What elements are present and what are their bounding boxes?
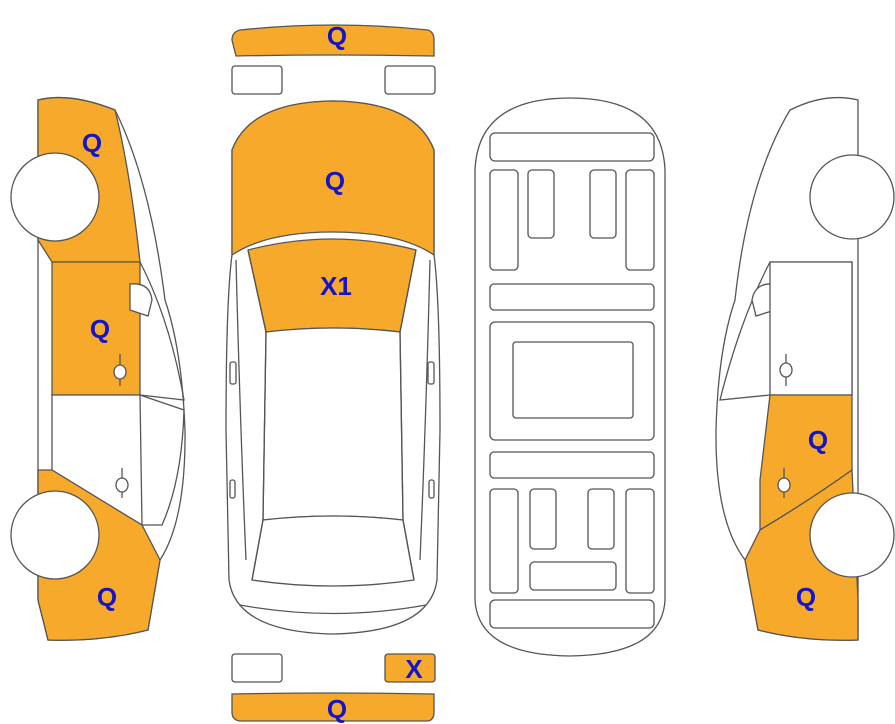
hood-label: Q — [325, 166, 345, 196]
rear-bumper-panel[interactable] — [231, 692, 435, 722]
top-view: Q Q X1 X Q — [225, 21, 441, 724]
right-side-line — [419, 259, 431, 561]
left-handle — [229, 479, 236, 499]
right-rear-quarter-label: Q — [796, 582, 816, 612]
left-rear-quarter-label: Q — [97, 582, 117, 612]
hood-panel[interactable] — [231, 100, 435, 257]
underbody-part — [589, 169, 617, 239]
underbody-part — [489, 283, 655, 311]
underbody-part — [489, 169, 519, 271]
underbody-part — [512, 341, 634, 419]
right-rear-handle-ring — [777, 477, 791, 493]
left-window-line — [139, 261, 185, 401]
underbody-view — [474, 97, 666, 657]
underbody-part — [489, 451, 655, 479]
right-rear-door-label: Q — [808, 425, 828, 455]
roof-panel[interactable] — [262, 327, 404, 521]
rear-window[interactable] — [251, 515, 415, 587]
left-rear-handle-ring — [115, 477, 129, 493]
underbody-part — [587, 488, 615, 550]
front-bumper-label: Q — [327, 21, 347, 51]
right-front-handle-ring — [779, 362, 793, 378]
right-side-view: Q Q — [715, 96, 895, 641]
trunk-line — [239, 604, 427, 615]
underbody-part — [625, 169, 655, 271]
left-rear-window-line — [139, 394, 185, 526]
rear-right-taillight[interactable] — [384, 653, 436, 683]
left-mirror[interactable] — [129, 283, 153, 317]
right-mirror[interactable] — [427, 361, 435, 385]
front-left-headlight[interactable] — [231, 65, 283, 95]
rear-bumper-label: Q — [327, 694, 347, 724]
front-bumper-panel[interactable] — [231, 24, 435, 57]
left-inner-line — [247, 249, 267, 581]
underbody-part — [625, 488, 655, 594]
right-front-wheel[interactable] — [809, 154, 895, 240]
left-side-view: Q Q Q — [10, 96, 186, 641]
windshield-label: X1 — [320, 271, 352, 301]
left-front-wheel[interactable] — [10, 152, 100, 242]
left-front-handle-ring — [113, 364, 127, 380]
right-inner-line — [399, 249, 417, 581]
underbody-part — [529, 561, 617, 591]
underbody-part — [529, 488, 557, 550]
underbody-part — [489, 599, 655, 629]
right-handle — [428, 479, 435, 499]
left-side-line — [235, 259, 247, 561]
left-front-door-label: Q — [90, 314, 110, 344]
left-rear-wheel[interactable] — [10, 490, 100, 580]
right-window-line — [719, 261, 771, 401]
left-front-fender-label: Q — [82, 128, 102, 158]
underbody-part — [489, 132, 655, 162]
front-right-headlight[interactable] — [384, 65, 436, 95]
rear-left-taillight[interactable] — [231, 653, 283, 683]
underbody-part — [489, 488, 519, 594]
left-mirror[interactable] — [229, 361, 237, 385]
underbody-part — [527, 169, 555, 239]
right-rear-wheel[interactable] — [809, 492, 895, 578]
rear-right-taillight-label: X — [405, 654, 423, 684]
